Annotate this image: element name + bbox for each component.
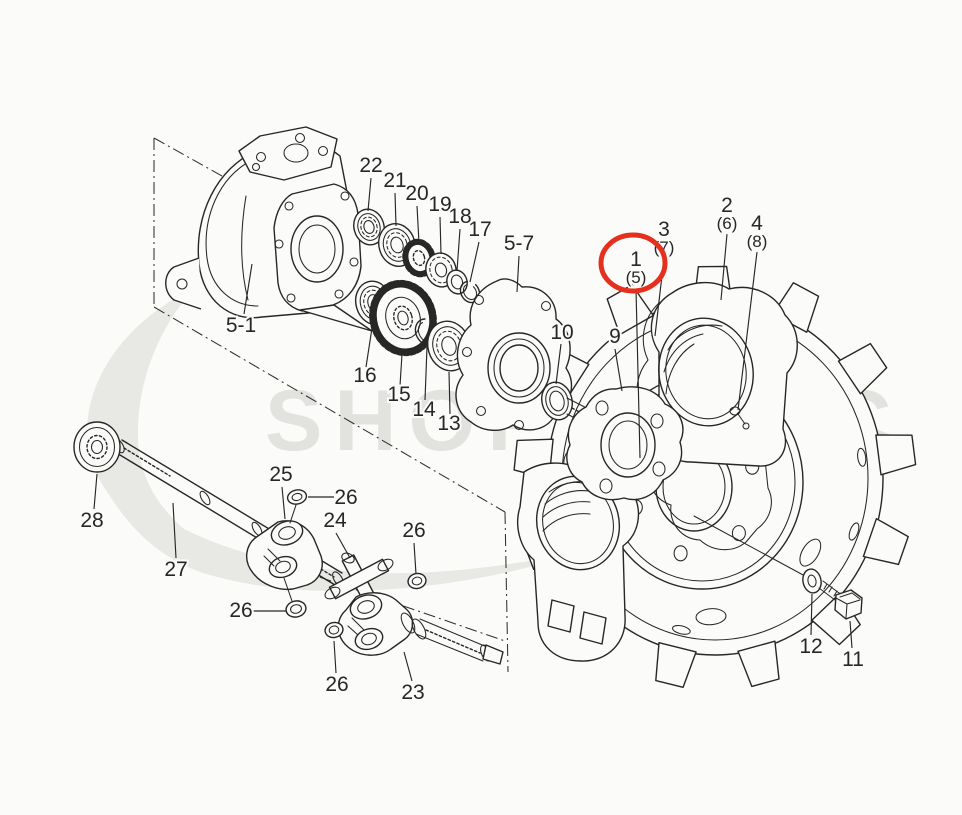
bearing-28 xyxy=(73,421,121,473)
part-label-5-7: 5-7 xyxy=(504,232,534,255)
part-label-10: 10 xyxy=(550,321,573,344)
part-label-18: 18 xyxy=(448,205,471,228)
part-label-22: 22 xyxy=(359,154,382,177)
part-label-13: 13 xyxy=(437,412,460,435)
leader-line-24 xyxy=(335,532,351,559)
leader-line-18 xyxy=(456,228,461,272)
part-label-26-c: 26 xyxy=(229,599,252,622)
part-label-17: 17 xyxy=(468,218,491,241)
part-label-4-alt: (8) xyxy=(747,232,768,251)
axle-case-cover-2 xyxy=(650,282,798,467)
part-label-1: 1 xyxy=(630,248,642,271)
leader-line-20 xyxy=(416,205,420,244)
wheel-lug xyxy=(606,284,654,336)
axle-case-cover-lower xyxy=(516,462,640,662)
leader-line-5-7 xyxy=(516,255,520,293)
wheel-web-cutout xyxy=(799,538,822,567)
part-label-24: 24 xyxy=(323,509,347,532)
leader-line-4 xyxy=(737,251,758,411)
part-label-21: 21 xyxy=(383,169,406,192)
highlight-circle xyxy=(598,232,668,294)
yoke-25 xyxy=(246,504,323,602)
wheel-web-cutout xyxy=(695,608,727,626)
wheel-lug xyxy=(862,518,909,566)
leader-line-17 xyxy=(469,241,480,283)
assembly-boundary-lines xyxy=(153,137,509,673)
o-ring-26-group xyxy=(285,489,427,639)
part-label-3-alt: (7) xyxy=(654,238,675,257)
oil-seal-10 xyxy=(541,381,573,421)
leader-line-13 xyxy=(448,371,451,415)
wheel-hub-9 xyxy=(566,386,684,501)
part-label-12: 12 xyxy=(799,635,822,658)
part-label-28: 28 xyxy=(80,509,103,532)
leader-line-12 xyxy=(810,593,813,636)
part-label-2: 2 xyxy=(721,194,733,217)
leader-line-19 xyxy=(439,216,442,255)
leader-line-11 xyxy=(849,620,853,649)
wheel-rim-slot xyxy=(672,624,691,635)
bolt-11 xyxy=(818,580,863,620)
part-label-4: 4 xyxy=(751,212,763,235)
leader-line-21 xyxy=(394,192,397,227)
part-label-19: 19 xyxy=(428,193,451,216)
watermark-swoosh-wing-icon xyxy=(92,462,642,592)
wheel-lug xyxy=(737,640,780,688)
part-label-16: 16 xyxy=(353,364,376,387)
bearing-22 xyxy=(353,208,385,246)
gear-case-housing-5-1 xyxy=(165,126,373,332)
wheel-bolt-line xyxy=(693,515,806,577)
gear-20 xyxy=(402,238,436,278)
part-label-11: 11 xyxy=(842,648,864,671)
plug-4 xyxy=(729,406,750,430)
part-label-23: 23 xyxy=(401,681,424,704)
washer-12 xyxy=(802,568,822,594)
leader-line-23 xyxy=(403,651,413,682)
part-label-27: 27 xyxy=(164,558,187,581)
part-label-26-d: 26 xyxy=(325,673,348,696)
leader-line-9 xyxy=(614,348,623,392)
part-label-2-alt: (6) xyxy=(717,214,738,233)
leader-line-25 xyxy=(281,486,286,520)
hub-bolt-hole xyxy=(673,545,688,562)
wheel-lug xyxy=(837,342,888,395)
leader-line-16 xyxy=(365,327,373,368)
part-label-9: 9 xyxy=(609,325,621,348)
leader-line-15 xyxy=(399,353,403,387)
leader-line-28 xyxy=(93,473,98,510)
leader-line-26-d xyxy=(333,640,337,674)
leader-line-1 xyxy=(635,288,641,459)
wheel-rim-slot xyxy=(857,447,867,467)
leader-line-14 xyxy=(424,346,428,401)
wheel-rim-slot xyxy=(848,522,860,541)
part-label-1-alt: (5) xyxy=(626,268,647,287)
highlight-layer xyxy=(598,232,668,294)
wheel-lug xyxy=(655,642,697,688)
part-label-26-b: 26 xyxy=(402,519,425,542)
leader-line-26-b xyxy=(413,542,417,575)
yoke-23 xyxy=(337,592,504,665)
part-label-14: 14 xyxy=(412,398,436,421)
wheel-lug xyxy=(875,434,917,476)
part-label-26-a: 26 xyxy=(334,486,357,509)
part-label-15: 15 xyxy=(387,383,410,406)
part-label-3: 3 xyxy=(658,218,670,241)
part-label-5-1: 5-1 xyxy=(226,314,256,337)
part-label-25: 25 xyxy=(269,463,292,486)
leader-line-2 xyxy=(720,233,728,301)
leader-line-10 xyxy=(555,343,562,385)
leader-line-5-1 xyxy=(243,263,253,315)
part-label-20: 20 xyxy=(405,182,428,205)
leader-line-22 xyxy=(367,177,372,212)
leader-line-27 xyxy=(172,502,177,559)
